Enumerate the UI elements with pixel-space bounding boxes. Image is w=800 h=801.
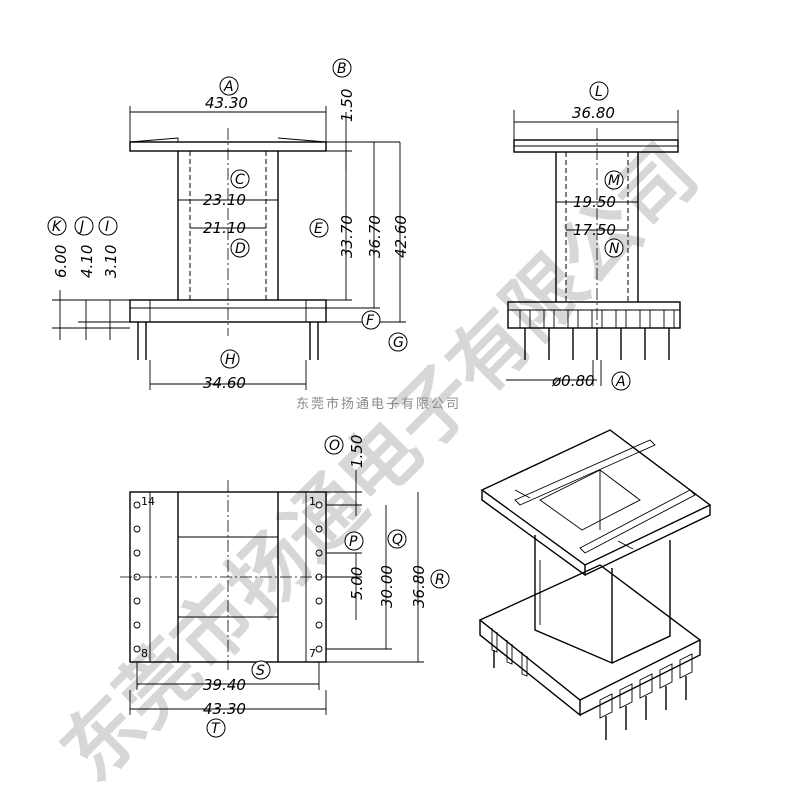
dim-M-value: 19.50 (573, 193, 616, 211)
dim-E-value: 33.70 (338, 215, 356, 258)
iso-left-pins (491, 628, 528, 677)
label-G: G (393, 335, 404, 351)
dim-D-value: 21.10 (203, 219, 246, 237)
label-L: L (595, 84, 603, 100)
dim-T-value: 43.30 (203, 700, 246, 718)
top-pin-holes-left (133, 501, 141, 653)
dim-G-value: 42.60 (392, 215, 410, 258)
label-A-circle (219, 76, 239, 96)
label-T: T (211, 721, 221, 737)
front-view: 43.30 A 1.50 B 23.10 C 21.10 D 33.70 E 3… (47, 58, 410, 392)
watermark-small: 东莞市扬通电子有限公司 (296, 396, 461, 412)
label-A-side: A (615, 374, 626, 390)
dim-pin-value: ø0.80 (551, 372, 595, 390)
label-K: K (52, 219, 63, 235)
dim-R-value: 36.80 (410, 565, 428, 608)
isometric-view (478, 429, 712, 740)
label-F: F (366, 313, 375, 329)
top-pin-holes-right (315, 501, 323, 653)
label-O: O (329, 438, 340, 454)
pin-number-14: 14 (141, 495, 155, 508)
dim-A-value: 43.30 (205, 94, 248, 112)
pin-number-7: 7 (309, 647, 316, 660)
top-view: 14 8 1 7 1.50 O 5.00 P 30.00 Q 36.80 R (120, 435, 450, 738)
label-J: J (77, 219, 84, 235)
dim-H-value: 34.60 (203, 374, 246, 392)
dim-B-value: 1.50 (338, 89, 356, 122)
dim-P-value: 5.00 (348, 567, 366, 600)
pin-number-8: 8 (141, 647, 148, 660)
side-pins (524, 328, 670, 360)
label-A: A (223, 79, 234, 95)
pin-number-1: 1 (309, 495, 316, 508)
label-B: B (337, 61, 347, 77)
label-Q: Q (392, 532, 403, 548)
label-H: H (225, 352, 236, 368)
label-D: D (235, 241, 246, 257)
dim-O-value: 1.50 (348, 435, 366, 468)
label-E: E (314, 221, 323, 237)
label-R: R (435, 572, 445, 588)
dim-K-value: 6.00 (52, 245, 70, 278)
label-N: N (609, 241, 620, 257)
dim-Q-value: 30.00 (378, 565, 396, 608)
dim-I-value: 3.10 (102, 245, 120, 278)
dim-N-value: 17.50 (573, 221, 616, 239)
dim-E2-value: 36.70 (366, 215, 384, 258)
side-view: 36.80 L 19.50 M 17.50 N ø0.80 A (506, 81, 681, 391)
label-M: M (608, 173, 620, 189)
dim-S-value: 39.40 (203, 676, 246, 694)
dim-J-value: 4.10 (78, 245, 96, 278)
label-C: C (235, 172, 245, 188)
label-P: P (349, 534, 358, 550)
dim-L-value: 36.80 (572, 104, 615, 122)
dim-C-value: 23.10 (203, 191, 246, 209)
label-S: S (256, 663, 265, 679)
iso-right-pins (599, 653, 693, 740)
label-I: I (105, 219, 109, 235)
